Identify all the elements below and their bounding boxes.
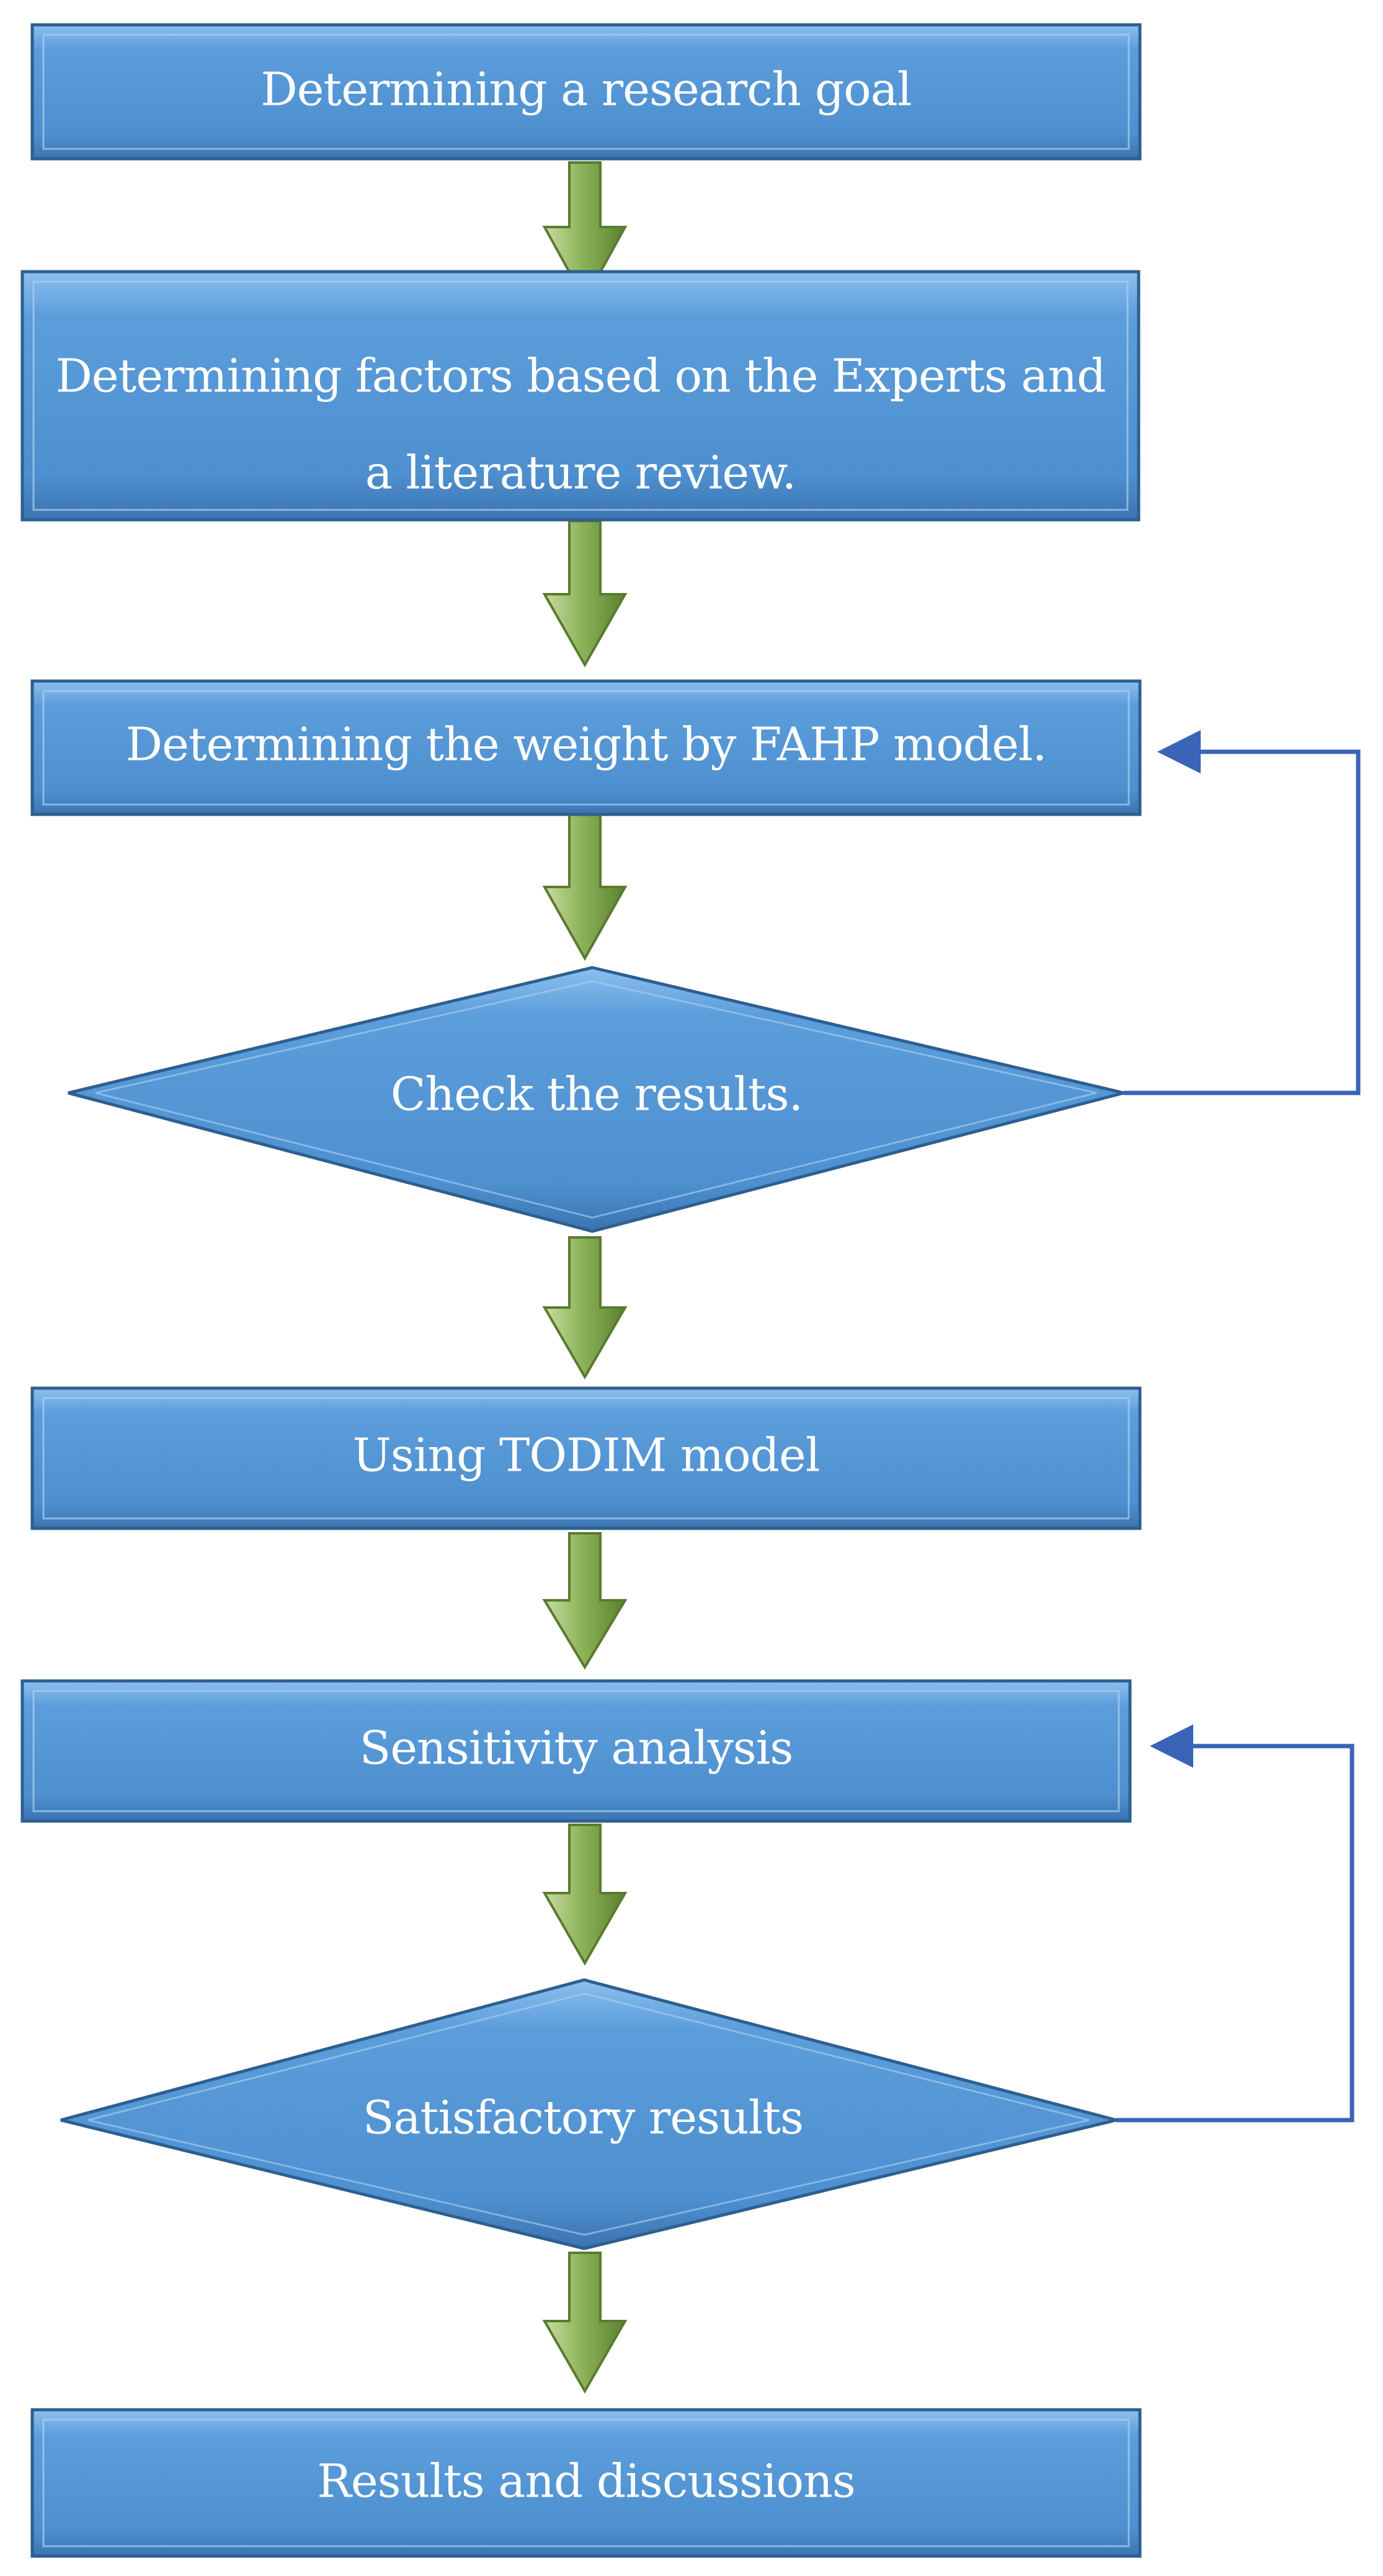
arrow-sensitivity-to-satisfactory bbox=[542, 1824, 628, 1966]
step-using-todim: Using TODIM model bbox=[30, 1386, 1142, 1530]
step-determining-weight-fahp: Determining the weight by FAHP model. bbox=[30, 679, 1142, 816]
arrow-goal-to-factors bbox=[542, 161, 628, 303]
step-label-line-2: a literature review. bbox=[365, 446, 796, 499]
step-determining-factors: Determining factors based on the Experts… bbox=[20, 270, 1141, 522]
step-label: Determining a research goal bbox=[260, 63, 911, 116]
step-sensitivity-analysis: Sensitivity analysis bbox=[20, 1679, 1132, 1823]
arrow-check-to-todim bbox=[542, 1236, 628, 1379]
step-determining-research-goal: Determining a research goal bbox=[30, 23, 1142, 161]
arrow-factors-to-weight bbox=[542, 520, 628, 668]
step-results-discussions: Results and discussions bbox=[30, 2408, 1142, 2558]
arrow-satisfactory-to-results bbox=[542, 2252, 628, 2394]
step-label: Sensitivity analysis bbox=[360, 1721, 793, 1775]
decision-label: Check the results. bbox=[391, 1067, 803, 1121]
decision-check-results: Check the results. bbox=[68, 966, 1124, 1233]
feedback-satisfactory-to-sensitivity bbox=[1116, 1724, 1354, 2123]
step-label: Determining the weight by FAHP model. bbox=[126, 718, 1047, 771]
step-label: Results and discussions bbox=[317, 2454, 855, 2508]
decision-satisfactory-results: Satisfactory results bbox=[60, 1978, 1117, 2250]
feedback-check-to-weight bbox=[1124, 730, 1361, 1095]
step-label-line-1: Determining factors based on the Experts… bbox=[55, 349, 1105, 403]
arrow-todim-to-sensitivity bbox=[542, 1532, 628, 1670]
arrow-weight-to-check bbox=[542, 813, 628, 961]
decision-label: Satisfactory results bbox=[363, 2091, 803, 2144]
step-label: Using TODIM model bbox=[353, 1428, 820, 1482]
